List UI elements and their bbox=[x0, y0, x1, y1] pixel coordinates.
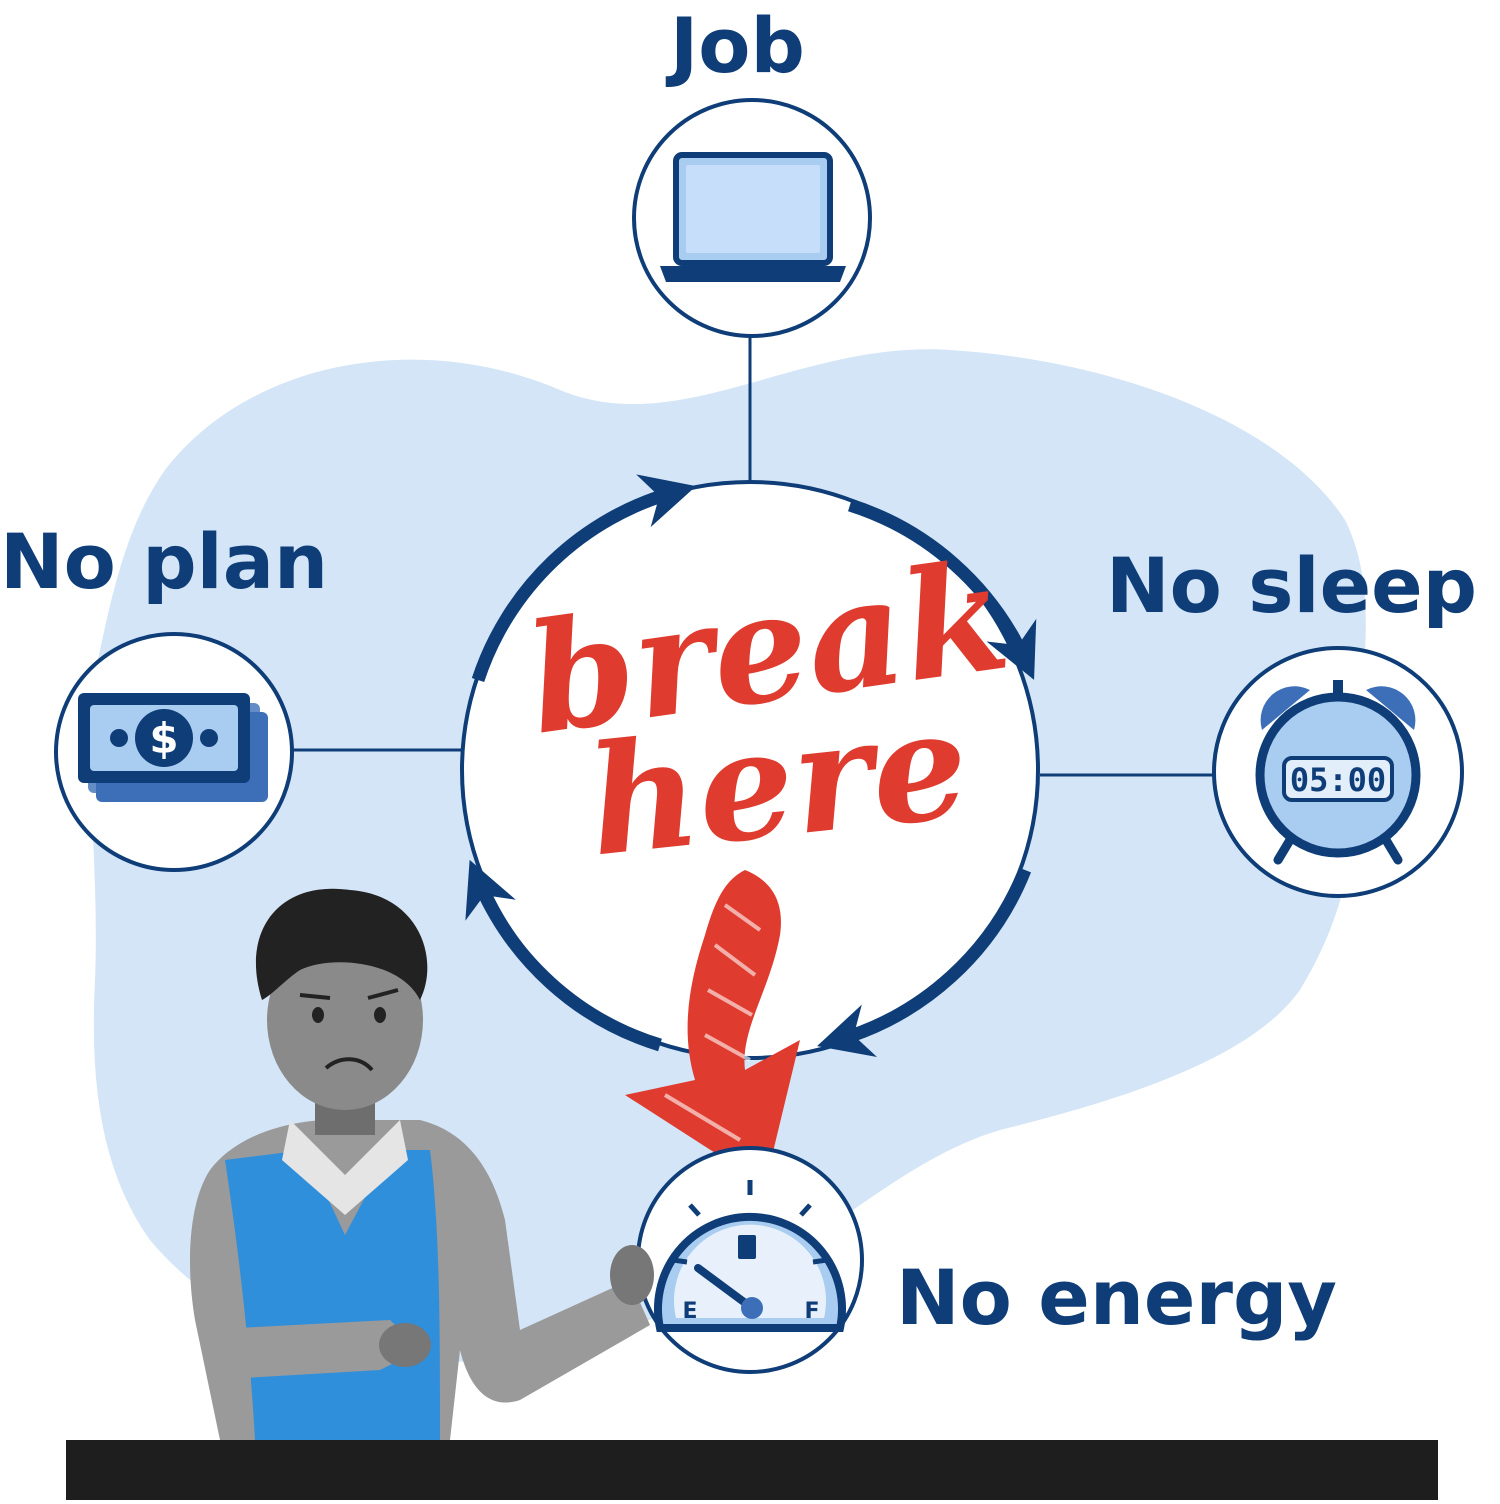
label-no-plan: No plan bbox=[0, 517, 329, 606]
red-arrow-icon bbox=[625, 870, 800, 1185]
gauge-full-label: F bbox=[804, 1299, 819, 1324]
node-no-sleep: 05:00 bbox=[1212, 646, 1464, 898]
label-job: Job bbox=[670, 1, 805, 90]
clock-time: 05:00 bbox=[1290, 761, 1386, 799]
cycle-arrow-top-left bbox=[471, 474, 697, 683]
label-no-sleep: No sleep bbox=[1106, 541, 1478, 630]
laptop-icon bbox=[660, 152, 846, 282]
node-job bbox=[632, 98, 872, 338]
floor-bar bbox=[66, 1440, 1438, 1500]
node-no-energy: E F bbox=[636, 1146, 864, 1374]
center-text-here: here bbox=[581, 676, 976, 891]
alarm-clock-icon: 05:00 bbox=[1255, 680, 1421, 865]
cycle-arrow-bottom-left bbox=[465, 859, 662, 1052]
gauge-empty-label: E bbox=[682, 1299, 697, 1324]
label-no-energy: No energy bbox=[896, 1253, 1337, 1342]
fuel-gauge-icon: E F bbox=[654, 1180, 846, 1332]
cycle-arrow-bottom-right bbox=[817, 867, 1032, 1058]
node-no-plan: $ bbox=[54, 632, 294, 872]
currency-symbol: $ bbox=[149, 714, 178, 763]
cycle-arrow-top-right bbox=[848, 498, 1037, 680]
tired-person-icon bbox=[190, 888, 654, 1440]
money-icon: $ bbox=[78, 693, 268, 802]
